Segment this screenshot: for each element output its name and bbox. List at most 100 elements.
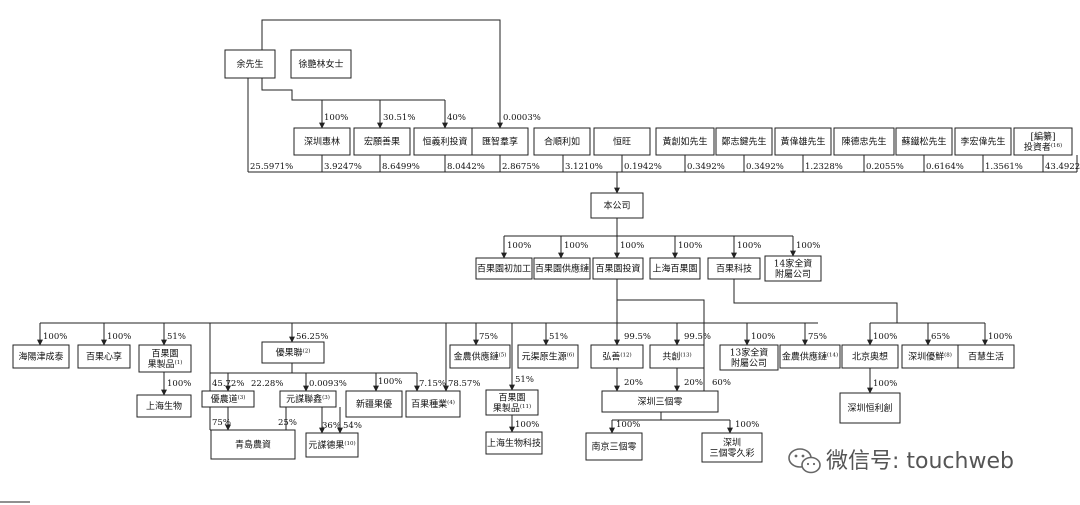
holder-hengyi-li: 恒義利投資 — [413, 127, 477, 156]
ownership-pct: 0.3492% — [746, 162, 784, 172]
l3-youlongdao-label: 優農道(3) — [211, 393, 246, 405]
ownership-pct: 40% — [447, 113, 466, 123]
l3-xinxiang: 百果心享 — [77, 344, 131, 369]
l3-thirteen-label: 13家全資 — [730, 346, 768, 358]
l3-hongxin: 弘善(12) — [590, 344, 644, 369]
l3-zhipin2-footnote: (11) — [520, 403, 531, 410]
l3-haiyang-label: 海陽津成泰 — [18, 351, 63, 363]
l3-shanghai-keji-label: 上海生物科技 — [487, 437, 541, 449]
holder-huang-chuangru: 黃創如先生 — [655, 127, 715, 156]
sub-chujiagong: 百果園初加工 — [475, 257, 533, 280]
l3-jiucai-label: 三個零久彩 — [709, 447, 754, 459]
l3-youxian-label: 深圳優鮮(8) — [908, 351, 952, 363]
l3-beijing-label: 北京奧想 — [852, 351, 888, 363]
l3-sanlinglin: 深圳三個零 — [601, 390, 719, 413]
holder-zheng-zhijian-label: 鄭志鍵先生 — [721, 136, 766, 148]
sub-fourteen-label: 附屬公司 — [775, 268, 811, 280]
connector-lines — [0, 19, 1078, 503]
percentage-labels: 25.5971%3.9247%8.6499%8.0442%2.8675%3.12… — [43, 113, 1080, 431]
sub-keji-label: 百果科技 — [716, 263, 752, 275]
sub-gongyinglian: 百果園供應鏈 — [533, 257, 591, 280]
ownership-pct: 0.0003% — [503, 113, 541, 123]
l3-yuanqu: 元渠原生源(6) — [517, 344, 579, 369]
ownership-pct: 65% — [931, 332, 950, 342]
holder-hongyuan-shanguo: 宏願善果 — [353, 127, 411, 156]
ownership-pct: 100% — [751, 332, 775, 342]
ownership-pct: 100% — [737, 241, 761, 251]
holder-chen-dezhong: 陳德忠先生 — [833, 127, 895, 156]
owner-xu-label: 徐艷林女士 — [298, 58, 343, 70]
l3-yuanmou-deguo-footnote: (10) — [344, 440, 355, 447]
ownership-pct: 100% — [988, 332, 1012, 342]
l3-youlongdao: 優農道(3) — [201, 390, 255, 408]
l3-yuanqu-footnote: (6) — [567, 352, 575, 359]
l3-yuanmou-deguo-label: 元謀德果(10) — [308, 439, 355, 451]
l3-youxian-footnote: (8) — [944, 352, 952, 359]
ownership-pct: 100% — [324, 113, 348, 123]
ownership-pct: 100% — [107, 332, 131, 342]
ownership-pct: 25.5971% — [250, 162, 293, 172]
entity-boxes: 余先生 徐艷林女士深圳惠林 宏願善果恒義利投資匯智羣享 合順利如 恒旺 黃創如先生 鄭志鍵先… — [12, 49, 1073, 463]
ownership-pct: 43.4922% — [1045, 162, 1080, 172]
holder-zheng-zhijian: 鄭志鍵先生 — [715, 127, 773, 156]
l3-jinnong-footnote: (5) — [499, 352, 507, 359]
l3-yuanmou-liexin-label: 元謀聯鑫(3) — [286, 393, 330, 405]
holder-shenzhen-huilin-label: 深圳惠林 — [304, 136, 340, 148]
ownership-pct: 1.3561% — [985, 162, 1023, 172]
holder-investors-footnote: (16) — [1051, 142, 1062, 149]
holder-huang-chuangru-label: 黃創如先生 — [662, 136, 707, 148]
ownership-pct: 2.8675% — [502, 162, 540, 172]
holder-su-tiesong: 蘇鐵松先生 — [895, 127, 953, 156]
holder-investors-label: [編纂] — [1030, 130, 1055, 142]
holder-kuangzhi-label: 匯智羣享 — [482, 136, 518, 148]
company-box-label: 本公司 — [603, 200, 630, 212]
watermark-text: 微信号: touchweb — [826, 449, 1014, 474]
ownership-pct: 56.25% — [296, 332, 328, 342]
ownership-pct: 0.3492% — [687, 162, 725, 172]
l3-yuanmou-deguo: 元謀德果(10) — [305, 432, 359, 458]
ownership-pct: 45.72% — [212, 379, 244, 389]
l3-zhongye-label: 百果種業(4) — [411, 398, 455, 410]
ownership-pct: 25% — [278, 418, 297, 428]
l3-zhipin2-label: 百果園 — [498, 392, 525, 403]
holder-huang-weixiong-label: 黃偉雄先生 — [780, 136, 825, 148]
holder-heshun: 合順利如 — [533, 127, 591, 156]
l3-shanghai-shengwu-label: 上海生物 — [146, 400, 182, 412]
holder-hengwang-label: 恒旺 — [613, 136, 631, 148]
l3-jinnong2-footnote: (14) — [827, 352, 838, 359]
l3-zhipin-footnote: (1) — [175, 359, 183, 366]
ownership-pct: 0.6164% — [926, 162, 964, 172]
l3-yuanmou-liexin-footnote: (3) — [322, 394, 330, 401]
ownership-pct: 100% — [616, 420, 640, 430]
ownership-pct: 3.9247% — [324, 162, 362, 172]
ownership-pct: 54% — [343, 421, 362, 431]
sub-touzi: 百果園投資 — [592, 257, 644, 280]
ownership-pct: 99.5% — [684, 332, 711, 342]
l3-jinnong2-label: 金農供應鏈(14) — [782, 351, 838, 363]
ownership-pct: 100% — [515, 420, 539, 430]
sub-keji: 百果科技 — [707, 257, 761, 280]
holder-kuangzhi: 匯智羣享 — [471, 127, 529, 156]
holder-heshun-label: 合順利如 — [544, 136, 580, 148]
owner-xu: 徐艷林女士 — [290, 49, 352, 79]
l3-sanlinglin-label: 深圳三個零 — [637, 396, 682, 408]
l3-henglichuang: 深圳恒利創 — [839, 392, 901, 424]
ownership-pct: 100% — [43, 332, 67, 342]
ownership-pct: 100% — [735, 420, 759, 430]
l3-xinjiang-label: 新疆果優 — [356, 398, 392, 410]
l3-jinnong-label: 金農供應鏈(5) — [454, 351, 507, 363]
ownership-pct: 51% — [549, 332, 568, 342]
owner-yu-label: 余先生 — [236, 58, 263, 70]
ownership-pct: 78.57% — [448, 379, 480, 389]
ownership-pct: 1.2328% — [805, 162, 843, 172]
l3-zhipin-label: 果製品(1) — [148, 358, 183, 370]
holder-li-hongwei: 李宏偉先生 — [954, 127, 1012, 156]
sub-chujiagong-label: 百果園初加工 — [477, 263, 531, 275]
l3-gongchuang-footnote: (13) — [680, 352, 691, 359]
l3-baihui: 百慧生活 — [957, 344, 1015, 369]
